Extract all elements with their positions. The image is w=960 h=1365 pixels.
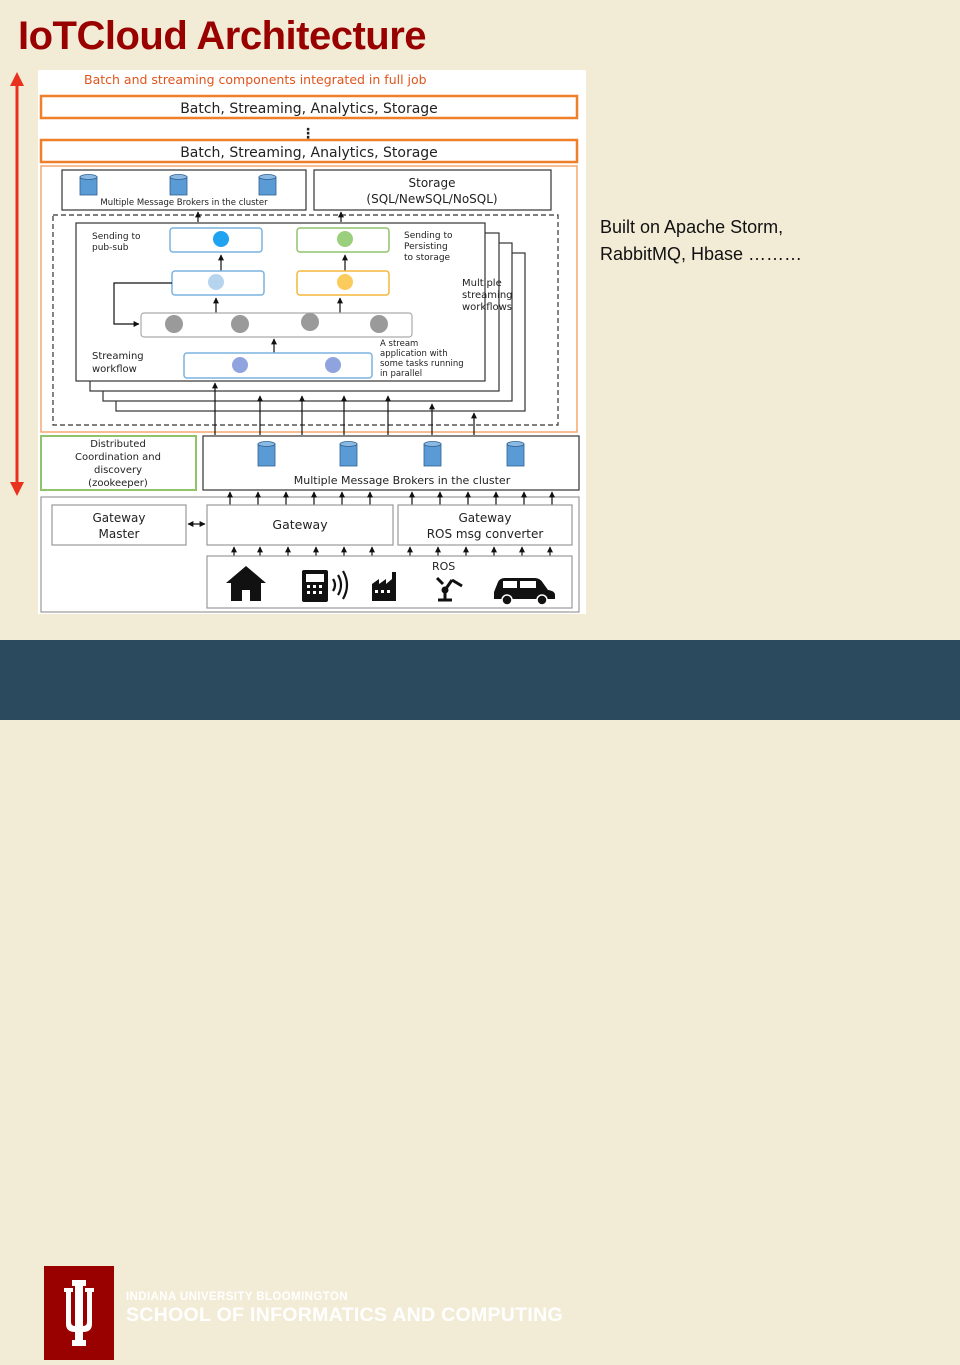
- phone-signal-icon: [302, 570, 349, 602]
- broker-icon: [339, 441, 358, 467]
- gateway-ros-line2: ROS msg converter: [427, 527, 544, 541]
- sending-persist-line3: to storage: [404, 253, 451, 263]
- zk-line2: Coordination and: [75, 452, 161, 463]
- university-name: INDIANA UNIVERSITY BLOOMINGTON: [126, 1291, 348, 1303]
- house-icon: [226, 566, 266, 601]
- parallel-tasks-box: [140, 312, 413, 338]
- pubsub-node: [213, 231, 229, 247]
- gateway-label: Gateway: [272, 517, 328, 532]
- multi-streaming-line2: streaming: [462, 290, 513, 301]
- broker-to-workflow-arrows: [212, 382, 477, 435]
- storage-label-line2: (SQL/NewSQL/NoSQL): [366, 192, 497, 206]
- gateway-master-box: [51, 504, 187, 546]
- source-node: [325, 357, 341, 373]
- parallel-task-node: [370, 315, 388, 333]
- broker-icon: [169, 174, 188, 196]
- streaming-dashed-region: [52, 214, 559, 426]
- job-row-2-label: Batch, Streaming, Analytics, Storage: [180, 145, 438, 161]
- robot-arm-icon: [435, 576, 463, 602]
- brokers-top-label: Multiple Message Brokers in the cluster: [100, 198, 268, 208]
- broker-icon: [79, 174, 98, 196]
- source-node: [232, 357, 248, 373]
- architecture-diagram: Batch and streaming components integrate…: [10, 70, 586, 614]
- gateway-to-broker-arrows: [227, 491, 555, 505]
- streaming-workflow-line1: Streaming: [92, 351, 144, 362]
- iu-logo: [44, 1266, 114, 1360]
- car-icon: [494, 578, 555, 606]
- side-note-line2: RabbitMQ, Hbase ………: [600, 244, 803, 264]
- brokers-bottom-label: Multiple Message Brokers in the cluster: [294, 474, 511, 487]
- job-row-2: [39, 138, 579, 164]
- gateway-master-line1: Gateway: [92, 511, 145, 525]
- scope-double-arrow: [10, 72, 24, 496]
- ellipsis-dots: ⋮: [301, 126, 315, 142]
- sending-pubsub-line1: Sending to: [92, 232, 141, 242]
- process-node-right: [337, 274, 353, 290]
- school-name: SCHOOL OF INFORMATICS AND COMPUTING: [126, 1304, 563, 1326]
- broker-cylinders-top: [79, 174, 277, 196]
- slide-title: IoTCloud Architecture: [18, 14, 427, 58]
- iu-trident-icon: [64, 1280, 94, 1346]
- gateway-master-line2: Master: [99, 527, 140, 541]
- broker-icon: [506, 441, 525, 467]
- side-note-line1: Built on Apache Storm,: [600, 217, 784, 237]
- gateway-box: [206, 504, 394, 546]
- broker-icon: [258, 174, 277, 196]
- sending-persist-line1: Sending to: [404, 231, 453, 241]
- top-label: Batch and streaming components integrate…: [84, 72, 427, 87]
- ros-label: ROS: [432, 560, 455, 573]
- zookeeper-box: [40, 435, 197, 491]
- persist-node: [337, 231, 353, 247]
- broker-cylinders-bottom: [257, 441, 525, 467]
- broker-icon: [257, 441, 276, 467]
- factory-icon: [372, 572, 396, 601]
- process-node-left: [208, 274, 224, 290]
- source-box: [183, 352, 373, 379]
- parallel-task-node: [231, 315, 249, 333]
- parallel-task-node: [165, 315, 183, 333]
- feedback-arrow: [113, 282, 172, 327]
- multi-streaming-line1: Multiple: [462, 278, 502, 289]
- parallel-task-node: [301, 313, 319, 331]
- streaming-workflow-line2: workflow: [92, 364, 137, 375]
- device-to-gateway-arrows: [231, 546, 553, 556]
- storage-box: [313, 169, 552, 211]
- stream-app-line4: in parallel: [380, 369, 422, 379]
- gateway-ros-box: [397, 504, 573, 546]
- storage-label-line1: Storage: [409, 176, 456, 190]
- stream-app-line1: A stream: [380, 339, 418, 349]
- side-note: Built on Apache Storm, RabbitMQ, Hbase ……: [600, 214, 930, 268]
- zk-line3: discovery: [94, 465, 142, 476]
- zk-line4: (zookeeper): [88, 478, 148, 489]
- job-row-1: [39, 94, 579, 120]
- zk-line1: Distributed: [90, 439, 146, 450]
- stream-app-line3: some tasks running: [380, 359, 464, 369]
- multi-streaming-line3: workflows: [462, 302, 512, 313]
- gateway-ros-line1: Gateway: [458, 511, 511, 525]
- sending-pubsub-line2: pub-sub: [92, 243, 129, 253]
- sending-persist-line2: Persisting: [404, 242, 448, 252]
- broker-icon: [423, 441, 442, 467]
- stream-app-line2: application with: [380, 349, 448, 359]
- job-row-1-label: Batch, Streaming, Analytics, Storage: [180, 101, 438, 117]
